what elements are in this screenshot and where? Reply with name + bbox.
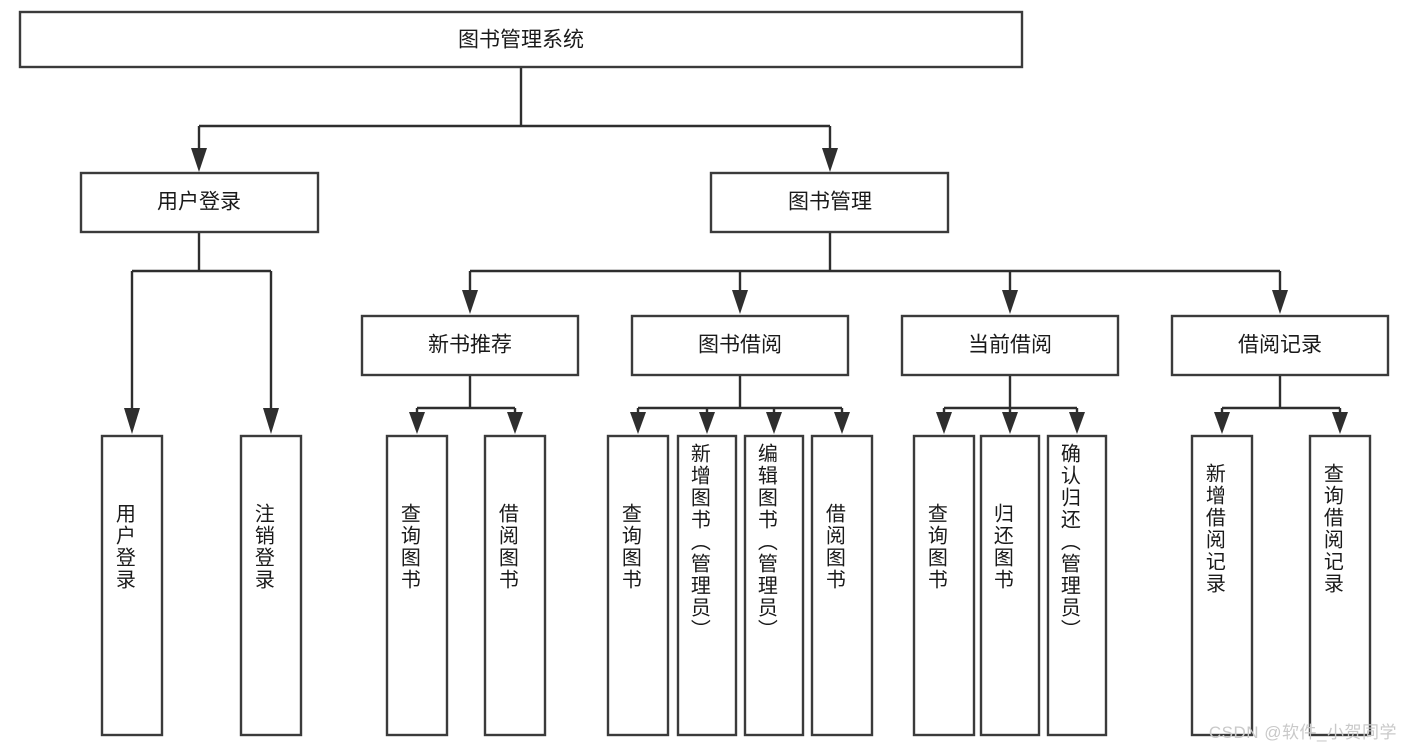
leaf-group-book-borrow bbox=[606, 434, 874, 737]
leaf-add-record-box[interactable] bbox=[1190, 434, 1254, 737]
leaf-borrow-book-1-box[interactable] bbox=[483, 434, 547, 737]
node-book-management-box[interactable] bbox=[709, 171, 950, 234]
node-borrow-record-box[interactable] bbox=[1170, 314, 1390, 377]
arrowhead-leaf-query-book-2 bbox=[630, 412, 646, 434]
arrowhead-book-management bbox=[822, 148, 838, 172]
node-new-book-recommend[interactable]: 新书推荐 bbox=[360, 314, 580, 377]
node-new-book-recommend-label: 新书推荐 bbox=[428, 334, 512, 357]
arrowhead-leaf-add-record bbox=[1214, 412, 1230, 434]
connector-group-current-borrow bbox=[936, 375, 1085, 434]
leaf-query-book-2-box[interactable] bbox=[606, 434, 670, 737]
leaf-edit-book-box[interactable] bbox=[743, 434, 805, 737]
node-borrow-record[interactable]: 借阅记录 bbox=[1170, 314, 1390, 377]
node-new-book-recommend-box[interactable] bbox=[360, 314, 580, 377]
leaf-borrow-book-2-box[interactable] bbox=[810, 434, 874, 737]
connector-group-user-login bbox=[124, 232, 279, 434]
leaf-group-current-borrow bbox=[912, 434, 1108, 737]
arrowhead-leaf-confirm-return bbox=[1069, 412, 1085, 434]
arrowhead-leaf-user-logout bbox=[263, 408, 279, 434]
arrowhead-new-book-recommend bbox=[462, 290, 478, 314]
connector-group-book-management bbox=[462, 232, 1288, 314]
node-user-login-label: 用户登录 bbox=[157, 191, 241, 214]
arrowhead-leaf-query-record bbox=[1332, 412, 1348, 434]
leaf-query-record-box[interactable] bbox=[1308, 434, 1372, 737]
leaf-user-logout-box[interactable] bbox=[239, 434, 303, 737]
leaf-return-book-box[interactable] bbox=[979, 434, 1041, 737]
arrowhead-leaf-user-login bbox=[124, 408, 140, 434]
connector-group-borrow-record bbox=[1214, 375, 1348, 434]
node-book-borrow[interactable]: 图书借阅 bbox=[630, 314, 850, 377]
node-current-borrow-box[interactable] bbox=[900, 314, 1120, 377]
leaf-group-new-book-recommend bbox=[385, 434, 547, 737]
leaf-group-borrow-record bbox=[1190, 434, 1372, 737]
arrowhead-leaf-query-book-1 bbox=[409, 412, 425, 434]
arrowhead-current-borrow bbox=[1002, 290, 1018, 314]
node-book-borrow-box[interactable] bbox=[630, 314, 850, 377]
csdn-watermark: CSDN @软件_小贺同学 bbox=[1208, 723, 1397, 742]
leaf-query-book-3-box[interactable] bbox=[912, 434, 976, 737]
arrowhead-book-borrow bbox=[732, 290, 748, 314]
leaf-add-book-box[interactable] bbox=[676, 434, 738, 737]
node-root-label: 图书管理系统 bbox=[458, 29, 584, 52]
node-book-management[interactable]: 图书管理 bbox=[709, 171, 950, 234]
connector-group-book-borrow bbox=[630, 375, 850, 434]
node-borrow-record-label: 借阅记录 bbox=[1238, 334, 1322, 357]
arrowhead-leaf-add-book bbox=[699, 412, 715, 434]
arrowhead-user-login bbox=[191, 148, 207, 172]
arrowhead-leaf-return-book bbox=[1002, 412, 1018, 434]
node-root-box[interactable] bbox=[18, 10, 1024, 69]
leaf-user-login-box[interactable] bbox=[100, 434, 164, 737]
arrowhead-leaf-query-book-3 bbox=[936, 412, 952, 434]
node-book-borrow-label: 图书借阅 bbox=[698, 334, 782, 357]
connector-group-new-book-recommend bbox=[409, 375, 523, 434]
node-user-login[interactable]: 用户登录 bbox=[79, 171, 320, 234]
leaf-query-book-1-box[interactable] bbox=[385, 434, 449, 737]
node-current-borrow[interactable]: 当前借阅 bbox=[900, 314, 1120, 377]
arrowhead-borrow-record bbox=[1272, 290, 1288, 314]
leaf-group-user-login bbox=[100, 434, 303, 737]
node-root[interactable]: 图书管理系统 bbox=[18, 10, 1024, 69]
arrowhead-leaf-edit-book bbox=[766, 412, 782, 434]
node-book-management-label: 图书管理 bbox=[788, 191, 872, 214]
connector-group-root bbox=[191, 67, 838, 172]
node-user-login-box[interactable] bbox=[79, 171, 320, 234]
node-current-borrow-label: 当前借阅 bbox=[968, 334, 1052, 357]
leaf-confirm-return-box[interactable] bbox=[1046, 434, 1108, 737]
arrowhead-leaf-borrow-book-1 bbox=[507, 412, 523, 434]
arrowhead-leaf-borrow-book-2 bbox=[834, 412, 850, 434]
